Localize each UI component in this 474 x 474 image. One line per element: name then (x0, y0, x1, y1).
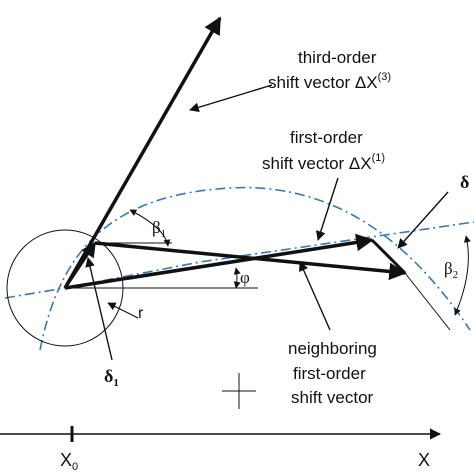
delta1-label: δ1 (104, 366, 119, 389)
first-order-vector (64, 233, 374, 290)
neighbor-pointer (299, 261, 331, 331)
phi-label: φ (240, 268, 250, 287)
delta-right-short-vector (370, 238, 407, 275)
right-tangent-line (404, 272, 451, 331)
neighbor-label-line1: neighboring (288, 339, 377, 358)
beta2-angle-arc (454, 235, 471, 316)
first-order-pointer (316, 177, 339, 241)
neighbor-label-line2: first-order (293, 364, 366, 383)
first-order-label-line2: shift vector ΔX(1) (262, 152, 385, 173)
trajectory-dashdot-curve (39, 186, 471, 351)
x0-label: X0 (60, 450, 78, 473)
neighboring-vector (94, 241, 407, 281)
beta1-angle-arc (129, 209, 171, 247)
delta-right-pointer (397, 191, 449, 249)
first-order-label-line1: first-order (290, 128, 363, 147)
third-order-label-line2: shift vector ΔX(3) (268, 71, 391, 92)
beta1-label: β1 (152, 218, 166, 240)
r-label: r (138, 305, 144, 322)
delta-right-label: δ (460, 172, 469, 192)
delta1-short-vector (63, 241, 97, 289)
phi-angle-arc (233, 267, 241, 289)
delta1-pointer (85, 257, 113, 361)
dashdot-line (4, 221, 474, 299)
third-order-pointer (189, 84, 273, 113)
x-axis-label: X (418, 450, 430, 470)
r-pointer (107, 302, 139, 319)
beta2-label: β2 (444, 259, 458, 281)
neighbor-label-line3: shift vector (291, 388, 374, 407)
third-order-label-line1: third-order (298, 48, 377, 67)
